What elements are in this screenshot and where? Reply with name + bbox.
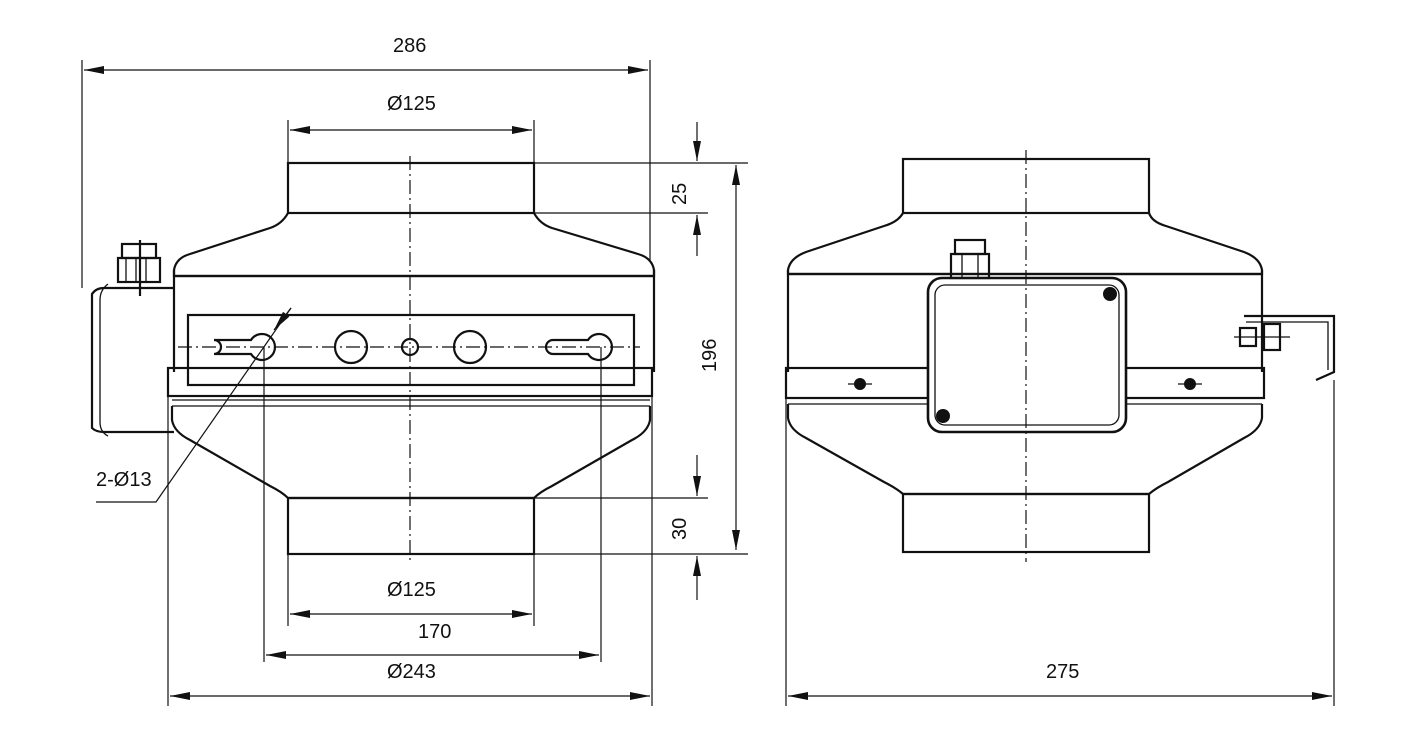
terminal-screw-bottom-left xyxy=(936,409,950,423)
front-mount-plate xyxy=(186,313,636,387)
dim-side-width: 275 xyxy=(1046,661,1079,683)
side-dimensions: 275 xyxy=(785,380,1335,706)
cable-gland-side xyxy=(949,238,991,280)
front-dimensions: 286 Ø125 25 196 30 Ø125 170 Ø243 xyxy=(81,35,748,706)
dim-outlet-diameter: Ø125 xyxy=(387,579,436,601)
side-view xyxy=(784,150,1336,562)
dim-mounting-holes: 2-Ø13 xyxy=(96,469,152,491)
front-bottom-collar xyxy=(286,496,536,556)
front-top-cone xyxy=(172,212,656,278)
front-bottom-housing xyxy=(170,406,652,500)
terminal-box-outer xyxy=(926,276,1128,434)
junction-box-inner xyxy=(99,283,109,437)
dim-bottom-collar: 30 xyxy=(669,518,691,540)
front-view xyxy=(90,156,656,562)
slot-hole-right xyxy=(544,332,613,362)
dim-inlet-diameter: Ø125 xyxy=(387,93,436,115)
dim-top-collar: 25 xyxy=(669,183,691,205)
dim-hole-spacing: 170 xyxy=(418,621,451,643)
side-top-cone xyxy=(786,212,1264,276)
slot-hole-left xyxy=(213,332,276,362)
junction-box xyxy=(90,286,174,434)
side-mount-bracket xyxy=(1234,314,1336,382)
dim-overall-height: 196 xyxy=(699,339,721,372)
dim-overall-width: 286 xyxy=(393,35,426,57)
front-top-collar xyxy=(286,161,536,215)
terminal-screw-top-right xyxy=(1103,287,1117,301)
dim-body-diameter: Ø243 xyxy=(387,661,436,683)
cable-gland-front xyxy=(116,240,162,296)
terminal-box-inner xyxy=(934,284,1120,426)
